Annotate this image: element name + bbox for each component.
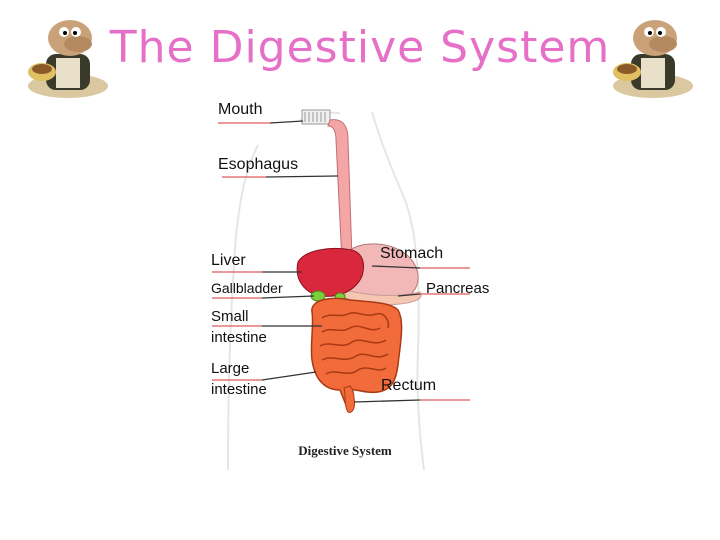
label-small-intestine: Small intestine [211,306,267,348]
page-title: The Digestive System [109,22,611,73]
mascot-right-image [613,20,693,98]
large-intestine-shape [310,297,403,408]
label-pancreas: Pancreas [426,280,490,297]
label-mouth: Mouth [218,101,263,118]
label-liver: Liver [211,252,246,269]
small-intestine-shape [319,312,390,375]
rectum-shape [343,385,355,413]
label-small-intestine-line2: intestine [211,329,267,346]
teeth-shape [301,109,331,125]
label-large-intestine-line2: intestine [211,381,267,398]
label-small-intestine-line1: Small [211,308,249,325]
label-large-intestine: Large intestine [211,358,267,400]
liver-shape [296,248,365,297]
label-gallbladder: Gallbladder [211,280,283,296]
label-stomach: Stomach [380,245,444,262]
label-rectum: Rectum [381,377,437,394]
label-esophagus: Esophagus [218,156,299,173]
label-large-intestine-line1: Large [211,360,250,377]
mascot-left-image [28,20,108,98]
diagram-caption: Digestive System [298,443,392,458]
esophagus-shape [327,119,353,263]
leader-lines [212,120,470,403]
